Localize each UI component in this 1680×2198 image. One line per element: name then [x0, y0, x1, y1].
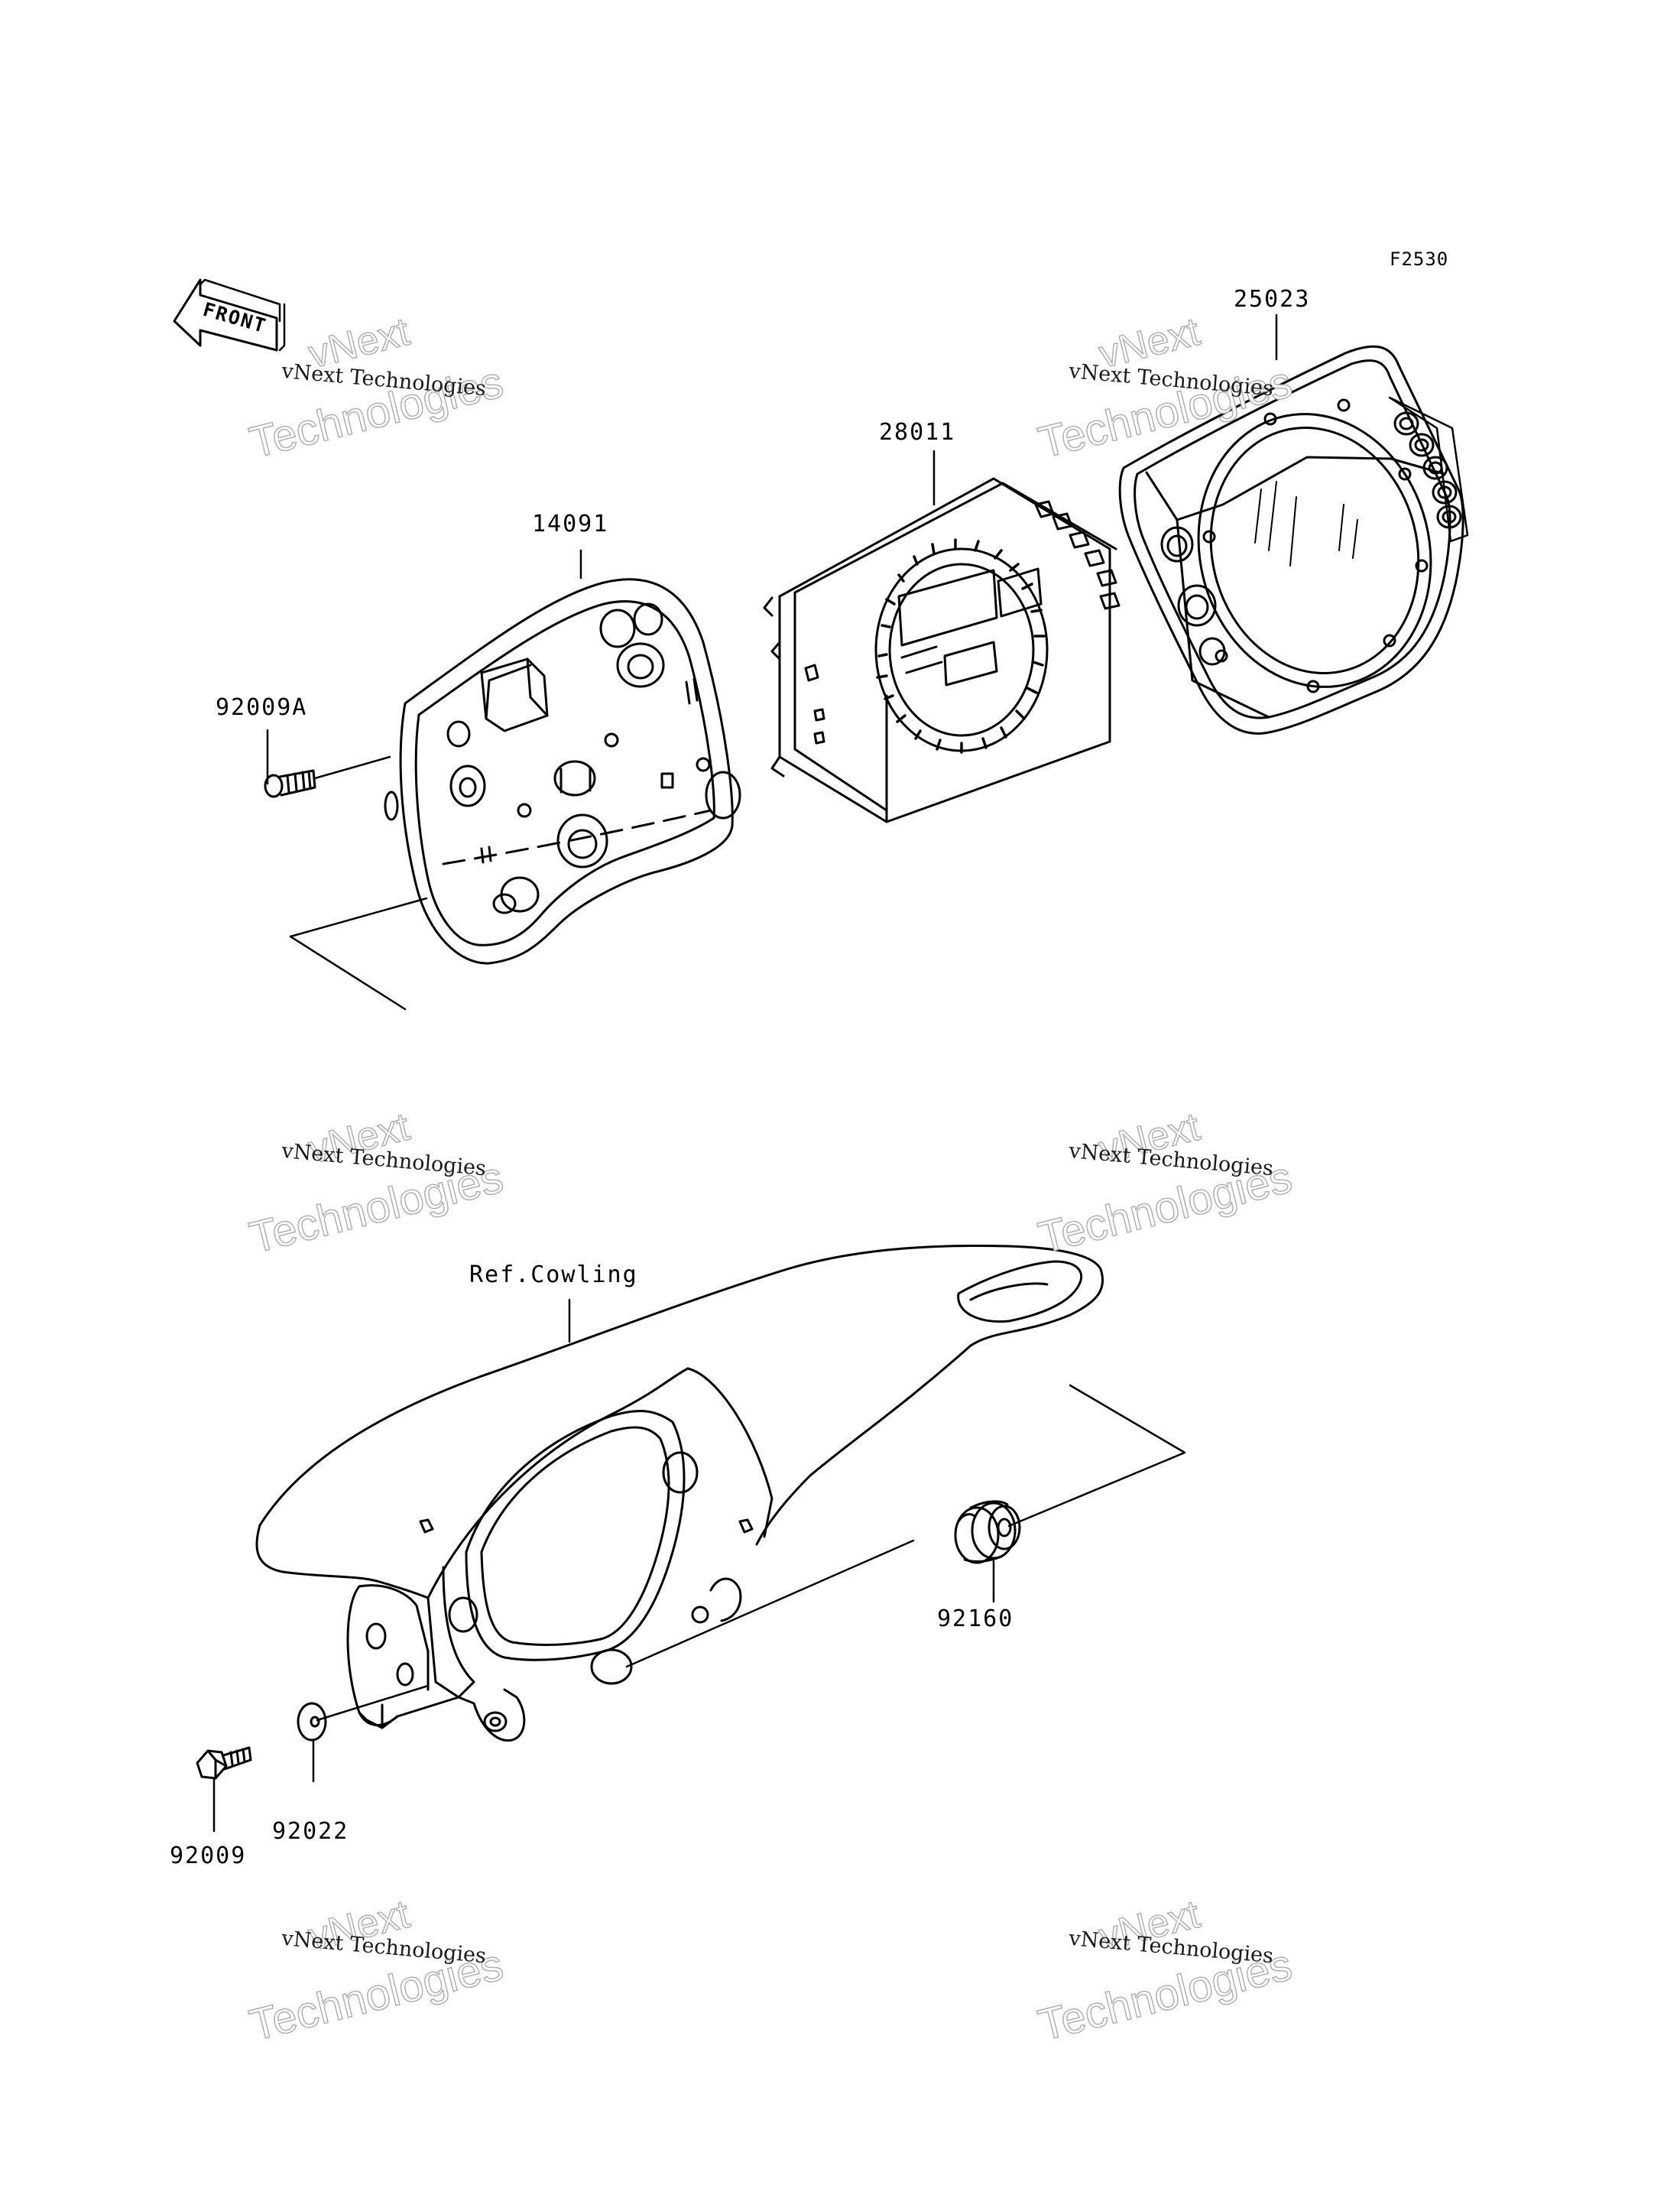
grommet-92160	[954, 1500, 1021, 1564]
leader-lines-14091	[266, 549, 582, 1011]
cowling-reference	[255, 1244, 1104, 1742]
part-label-28011: 28011	[879, 419, 956, 446]
part-label-92009: 92009	[170, 1842, 247, 1869]
part-label-92009A: 92009A	[216, 694, 308, 721]
part-label-92160: 92160	[937, 1605, 1014, 1632]
leader-lines-92160	[625, 1384, 1186, 1668]
meter-cover-25023	[1118, 345, 1469, 735]
screw-92009A	[264, 755, 391, 798]
meter-case-14091	[384, 578, 741, 965]
bolt-92009	[196, 1746, 252, 1833]
part-label-92022: 92022	[272, 1818, 349, 1845]
ref-cowling-label: Ref.Cowling	[469, 1261, 638, 1288]
part-label-25023: 25023	[1234, 286, 1311, 313]
figure-code: F2530	[1390, 248, 1449, 270]
part-label-14091: 14091	[532, 511, 609, 537]
front-arrow-icon: FRONT	[173, 278, 286, 352]
meter-assembly-28011	[763, 477, 1121, 823]
washer-92022	[297, 1684, 430, 1783]
front-arrow-text: FRONT	[200, 298, 269, 337]
